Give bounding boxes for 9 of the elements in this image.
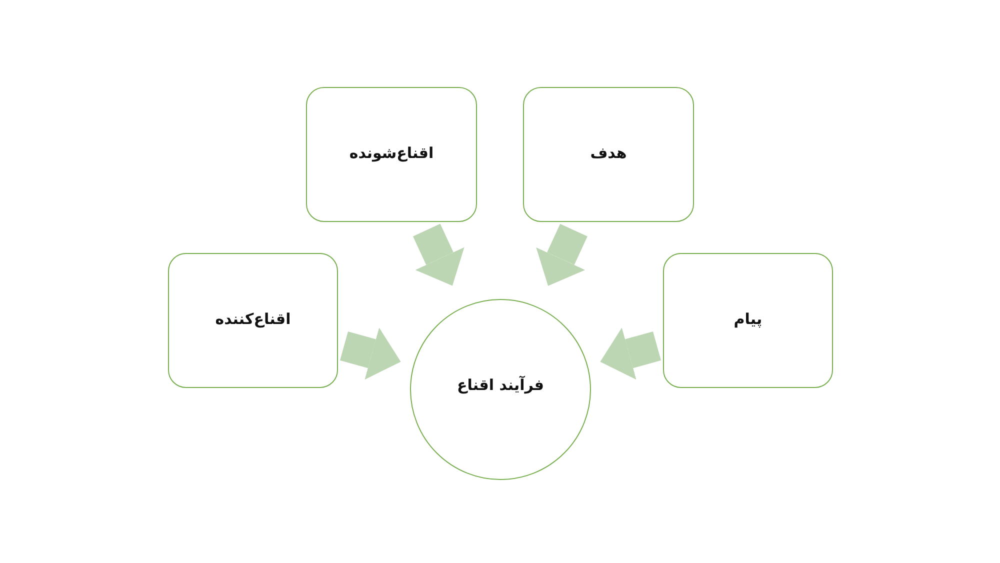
node-label: اقناع‌شونده — [349, 144, 434, 164]
node-label: هدف — [590, 144, 627, 164]
rounded-box — [663, 253, 833, 388]
rounded-box — [306, 87, 477, 222]
node-label: اقناع‌کننده — [215, 310, 291, 330]
rounded-box — [168, 253, 338, 388]
rounded-box — [523, 87, 694, 222]
node-label: پیام — [734, 310, 762, 330]
node-label: فرآیند اقناع — [457, 376, 544, 396]
